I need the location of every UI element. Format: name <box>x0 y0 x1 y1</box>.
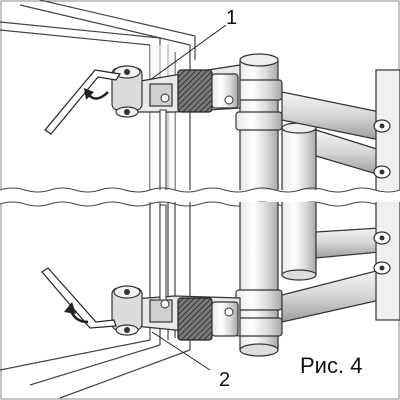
hex-key-icon <box>44 69 122 135</box>
support-arm-top <box>281 69 400 192</box>
callout-2-label: 2 <box>219 369 230 391</box>
figure-caption: Рис. 4 <box>300 353 362 378</box>
callout-1-label: 1 <box>226 7 237 29</box>
top-view <box>0 0 400 192</box>
callout-1-leader <box>149 24 227 81</box>
support-arm-bottom <box>281 202 400 323</box>
knurled-nut-bottom <box>177 297 213 341</box>
vertical-pipe-rear-bottom <box>281 202 317 281</box>
vertical-pipe-front <box>235 53 283 192</box>
vertical-pipe-front-bottom <box>235 202 283 357</box>
rotation-arrow-icon <box>84 88 109 100</box>
glass-clamp-bottom <box>111 204 241 341</box>
knurled-nut <box>177 69 213 113</box>
hex-key-icon-bottom <box>41 267 117 329</box>
bottom-view <box>0 202 400 399</box>
rotation-arrow-icon-bottom <box>64 302 89 324</box>
break-line <box>0 187 400 207</box>
callout-2-leader <box>151 331 211 371</box>
glass-clamp-top <box>111 64 241 192</box>
